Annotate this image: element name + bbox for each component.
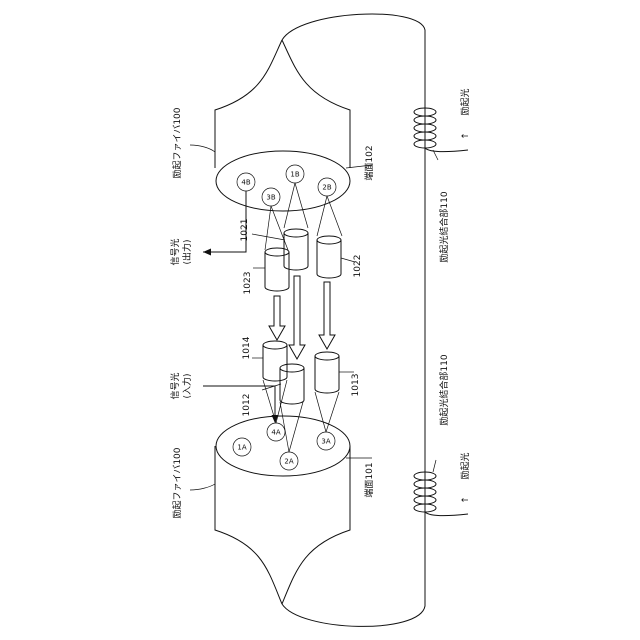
label-lens-1021: 1021 [240, 219, 250, 242]
coupler-coil-top [414, 108, 468, 152]
svg-text:3B: 3B [266, 194, 275, 202]
label-lens-1023: 1023 [243, 272, 253, 295]
svg-text:1B: 1B [290, 171, 299, 179]
end-face-101 [216, 416, 350, 476]
label-signal-out-1: 信号光 [169, 238, 181, 265]
label-fiber-bottom: 励起ファイバ100 [172, 447, 183, 518]
label-signal-in-1: 信号光 [169, 372, 181, 399]
svg-text:4B: 4B [241, 179, 250, 187]
coupler-coil-bottom [414, 472, 468, 516]
beams-top [265, 183, 342, 250]
block-arrow-center [289, 276, 305, 359]
core-4b: 4B [237, 173, 255, 191]
label-signal-in-2: (入力) [181, 373, 193, 398]
lens-1023 [265, 248, 289, 291]
svg-text:1A: 1A [237, 444, 246, 452]
label-pump-top: 励起光 [459, 88, 471, 115]
label-pump-bottom: 励起光 [459, 452, 471, 479]
leader-lines [190, 145, 438, 490]
label-signal-out-2: (出力) [181, 239, 193, 264]
label-lens-1013: 1013 [351, 374, 361, 397]
core-2b: 2B [318, 178, 336, 196]
label-lens-1014: 1014 [242, 336, 252, 359]
svg-text:2B: 2B [322, 184, 331, 192]
label-lens-1022: 1022 [353, 255, 363, 278]
label-endface-102: 端面102 [363, 145, 375, 180]
core-3b: 3B [262, 188, 280, 206]
svg-text:4A: 4A [271, 429, 280, 437]
core-4a: 4A [267, 423, 285, 441]
signal-input-arrow [203, 386, 279, 423]
lens-1022 [317, 236, 341, 278]
core-2a: 2A [280, 452, 298, 470]
pump-arrow-top-icon: ↑ [461, 132, 471, 140]
pump-arrow-bottom-icon: ↑ [461, 496, 471, 504]
label-lens-1012: 1012 [242, 394, 252, 417]
lens-1012 [280, 364, 304, 404]
top-taper-left [215, 40, 282, 168]
label-coupler-top: 励起光結合部110 [438, 191, 450, 262]
lens-1014 [263, 341, 287, 381]
label-fiber-top: 励起ファイバ100 [172, 107, 183, 178]
label-coupler-bottom: 励起光結合部110 [438, 354, 450, 425]
label-endface-101: 端面101 [363, 462, 375, 497]
top-taper-right [282, 40, 350, 168]
end-face-102 [216, 151, 350, 211]
pump-fiber-loop [282, 14, 425, 626]
core-3a: 3A [317, 432, 335, 450]
core-1a: 1A [233, 438, 251, 456]
bottom-taper-left [215, 446, 282, 604]
block-arrow-left [269, 296, 285, 340]
svg-text:3A: 3A [321, 438, 330, 446]
svg-text:2A: 2A [284, 458, 293, 466]
block-arrow-right [319, 282, 335, 349]
core-1b: 1B [286, 165, 304, 183]
lens-1013 [315, 352, 339, 393]
